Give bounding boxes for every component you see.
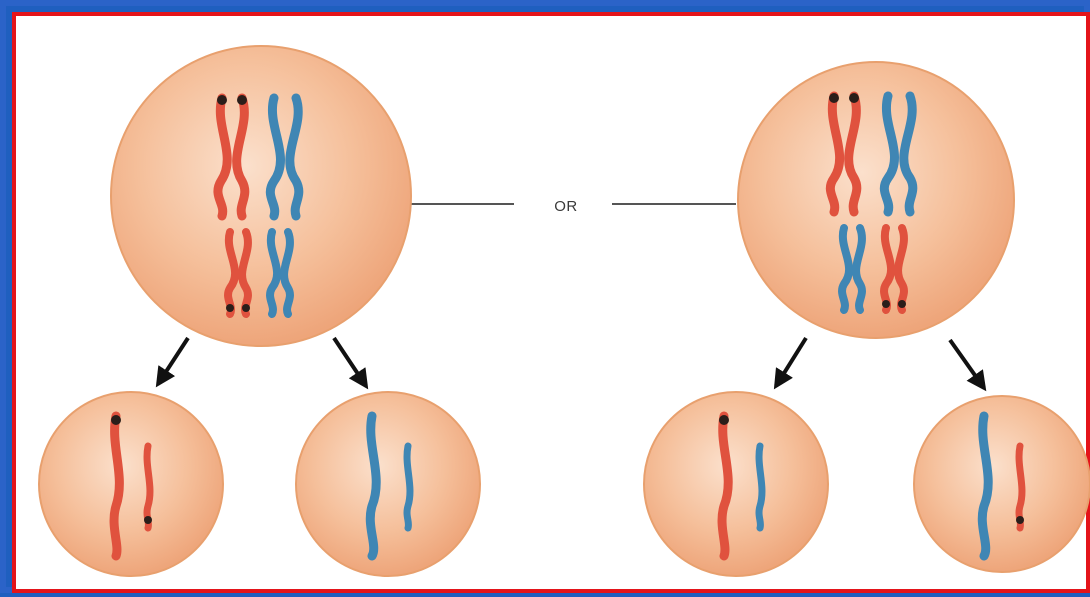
meiosis-diagram	[16, 16, 1090, 597]
arrow-right-1	[776, 338, 806, 386]
diagram-panel: OR	[12, 12, 1090, 593]
daughter-cell-1	[39, 392, 223, 576]
daughter-cell-3	[644, 392, 828, 576]
parent-cell-left	[111, 46, 411, 346]
parent-cell-right	[738, 62, 1014, 338]
or-label: OR	[536, 198, 596, 215]
arrow-left-1	[158, 338, 188, 384]
arrow-left-2	[334, 338, 366, 386]
daughter-cell-2	[296, 392, 480, 576]
arrow-right-2	[950, 340, 984, 388]
daughter-cell-4	[914, 396, 1090, 572]
